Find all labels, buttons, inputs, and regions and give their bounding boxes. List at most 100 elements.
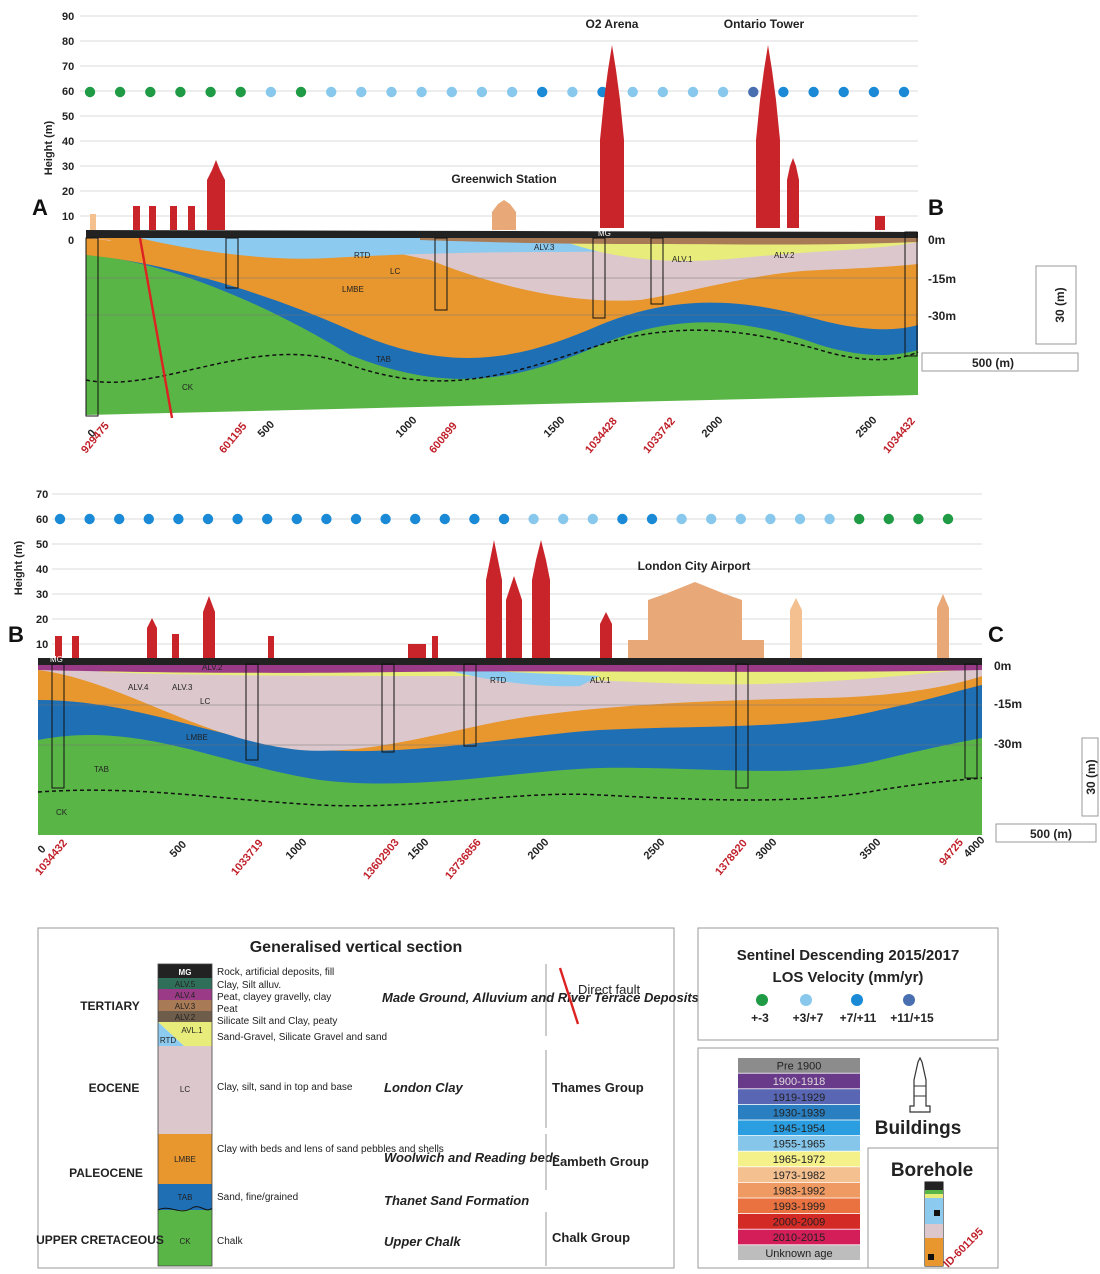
velocity-dot (903, 994, 915, 1006)
legend-code: AVL.1 (181, 1026, 203, 1035)
legend-desc: Chalk (217, 1236, 244, 1247)
borehole-id: 929475 (79, 420, 112, 456)
age-swatch (738, 1167, 860, 1182)
unit-label: TAB (376, 355, 391, 364)
age-label: 1993-1999 (773, 1201, 826, 1213)
legend-code: ALV.4 (175, 991, 196, 1000)
age-label: 1973-1982 (773, 1170, 826, 1182)
velocity-point (687, 86, 699, 98)
velocity-dot (756, 994, 768, 1006)
velocity-dot (800, 994, 812, 1006)
building (170, 206, 177, 230)
borehole-column (463, 663, 477, 747)
x-tick: 3000 (754, 836, 780, 862)
vertical-scale-label: 30 (m) (1084, 759, 1098, 794)
y-tick: 60 (62, 86, 74, 98)
depth-label: 0m (928, 233, 945, 247)
legend-title: Generalised vertical section (250, 939, 463, 956)
velocity-point (506, 86, 518, 98)
age-label: 2010-2015 (773, 1232, 826, 1244)
rtd-river-terrace-layer (440, 668, 600, 687)
age-swatch (738, 1120, 860, 1136)
legend-code: TAB (178, 1193, 193, 1202)
legend-swatch-alv5 (158, 978, 212, 989)
vertical-scale-bar (1081, 737, 1099, 817)
building (268, 636, 274, 658)
formation-label: London Clay (384, 1080, 463, 1095)
x-tick: 3500 (858, 836, 884, 862)
age-legend-items: Pre 19001900-19181919-19291930-19391945-… (738, 1058, 860, 1260)
borehole-id: 13736856 (443, 837, 484, 882)
building (937, 594, 949, 658)
building (532, 540, 550, 658)
legend-code: ALV.2 (175, 1013, 196, 1022)
y-tick: 20 (62, 186, 74, 198)
depth-label: -15m (928, 272, 956, 286)
x-tick: 2500 (854, 414, 880, 440)
age-swatch (738, 1229, 860, 1245)
velocity-point (205, 86, 216, 98)
unit-label: ALV.4 (128, 683, 149, 692)
velocity-point (295, 86, 307, 98)
legend-swatch-alv4 (158, 989, 212, 1000)
age-swatch (738, 1089, 860, 1104)
y-tick: 10 (62, 211, 74, 223)
legend-code: LC (180, 1085, 190, 1094)
era-label: PALEOCENE (69, 1166, 143, 1180)
formation-label: Woolwich and Reading beds (384, 1150, 560, 1165)
alv3-peat-layer (420, 238, 918, 245)
unit-label: ALV.2 (774, 251, 795, 260)
legend-desc: Sand, fine/grained (217, 1192, 298, 1203)
depth-label: 0m (994, 659, 1011, 673)
velocity-point (446, 86, 457, 98)
x-tick: 1500 (406, 836, 432, 862)
x-tick: 2000 (526, 836, 552, 862)
london-city-airport-building (628, 582, 764, 658)
velocity-point (528, 513, 539, 525)
unit-label: LMBE (342, 285, 364, 294)
formation-label: Made Ground, Alluvium and River Terrace … (382, 990, 699, 1005)
x-tick: 1500 (542, 414, 568, 440)
age-swatch (738, 1073, 860, 1089)
x-tick: 2000 (700, 414, 726, 440)
age-label: 1983-1992 (773, 1185, 826, 1197)
era-label: TERTIARY (80, 999, 140, 1013)
section-bc-buildings (55, 540, 949, 658)
legend-velocity: Sentinel Descending 2015/2017 LOS Veloci… (697, 927, 999, 1041)
velocity-point (143, 513, 154, 525)
legend-desc: Peat (217, 1004, 238, 1015)
y-tick: 40 (36, 564, 48, 576)
y-tick: 60 (36, 514, 48, 526)
section-bc-boreholes (51, 663, 978, 789)
velocity-point (942, 513, 954, 525)
x-tick: 500 (256, 419, 277, 440)
building (432, 636, 438, 658)
group-label: Lambeth Group (552, 1154, 649, 1169)
legend-desc: Clay with beds and lens of sand pebbles … (217, 1144, 444, 1155)
legend-vertical-section: Generalised vertical section MG ALV.5 AL… (36, 927, 699, 1269)
section-bc-y-ticks: 70 60 50 40 30 20 10 (36, 489, 48, 651)
age-swatch (738, 1214, 860, 1229)
building-icon (909, 1056, 931, 1113)
legend-swatch-lmbe (158, 1134, 212, 1184)
velocity-point (265, 86, 277, 98)
velocity-point (617, 513, 628, 525)
unit-label: LC (390, 267, 400, 276)
age-swatch (738, 1151, 860, 1167)
y-tick: 50 (62, 111, 74, 123)
velocity-point (439, 513, 450, 525)
age-label: 1900-1918 (773, 1076, 826, 1088)
velocity-point (794, 513, 806, 525)
legend-group-lines (545, 964, 580, 1266)
velocity-legend-title: Sentinel Descending 2015/2017 (737, 947, 960, 964)
landmark-label: Greenwich Station (451, 172, 556, 186)
chalk-surface-line (85, 329, 919, 384)
legend-descriptions: Rock, artificial deposits, fill Clay, Si… (217, 967, 444, 1247)
velocity-point (380, 513, 391, 525)
velocity-point (676, 513, 687, 525)
unit-label: RTD (490, 676, 507, 685)
y-tick: 50 (36, 539, 48, 551)
unit-label: TAB (94, 765, 109, 774)
age-swatch (738, 1198, 860, 1214)
horizontal-scale-label: 500 (m) (1030, 827, 1072, 841)
